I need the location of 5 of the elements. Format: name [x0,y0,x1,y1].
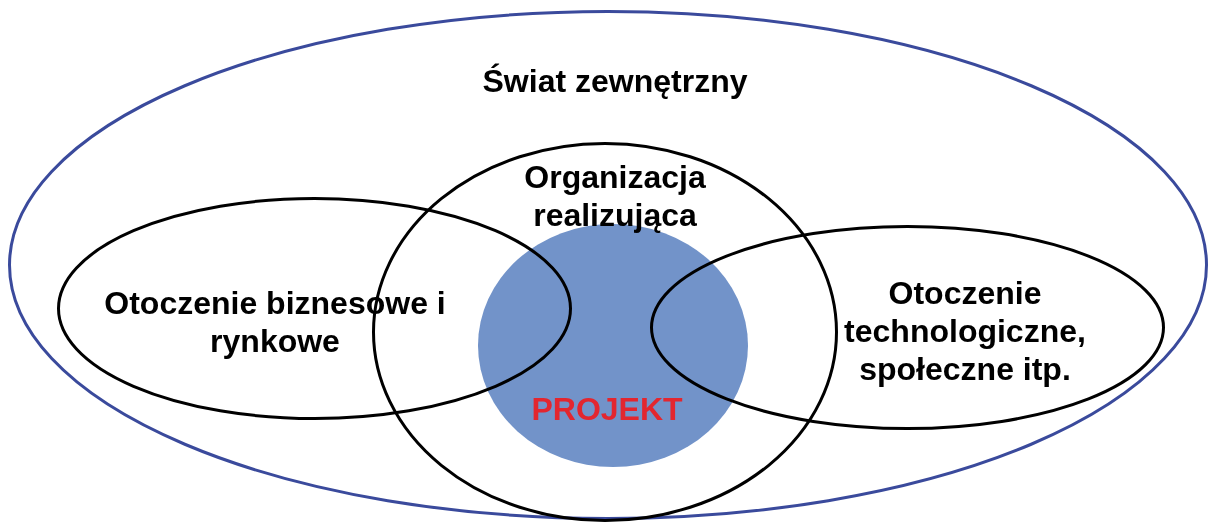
region-label: Organizacja realizująca [523,158,707,234]
region-label: Świat zewnętrzny [481,62,749,100]
outer-ellipse [8,10,1208,520]
center-label: PROJEKT [530,390,684,428]
region-label: Otoczenie technologiczne, społeczne itp. [843,274,1087,388]
